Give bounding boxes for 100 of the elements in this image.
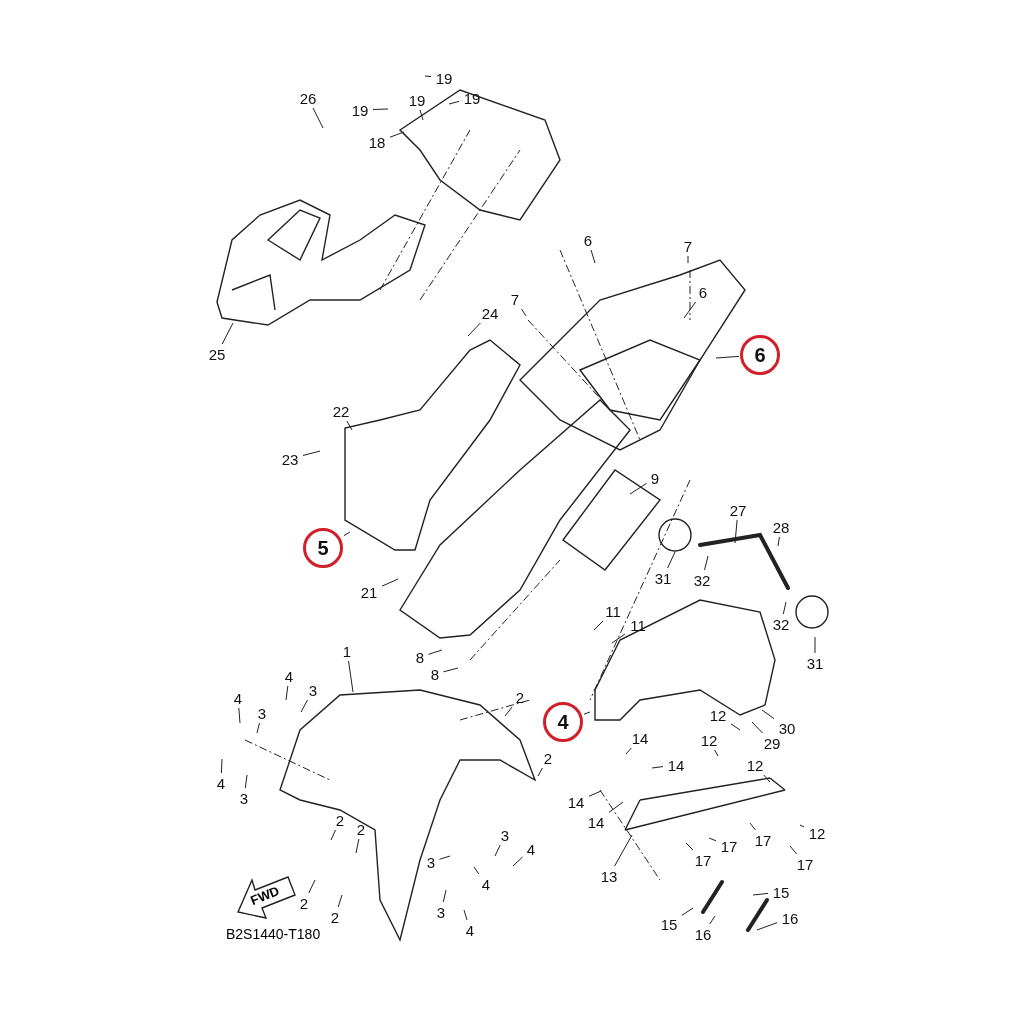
callout-number: 9	[647, 469, 663, 487]
callout-number: 6	[580, 231, 596, 249]
callout-number: 12	[743, 756, 767, 774]
leader-line	[593, 620, 604, 631]
callout-number: 14	[564, 793, 588, 811]
diagram-code: B2S1440-T180	[226, 926, 321, 942]
callout-number: 2	[296, 894, 312, 912]
leader-line	[337, 894, 343, 908]
callout-number: 27	[726, 501, 750, 519]
callout-number: 19	[432, 69, 456, 87]
leader-line	[285, 685, 289, 701]
callout-number: 17	[793, 855, 817, 873]
leader-line	[463, 909, 468, 921]
leader-line	[687, 255, 689, 264]
leader-line	[221, 322, 234, 345]
leader-line	[302, 450, 321, 456]
leader-line	[782, 601, 787, 615]
leader-line	[424, 75, 432, 78]
leader-line	[709, 915, 716, 925]
callout-number: 19	[460, 89, 484, 107]
leader-line	[685, 842, 694, 851]
leader-line	[590, 249, 596, 264]
callout-number: 4	[462, 921, 478, 939]
leader-line	[220, 758, 223, 774]
leader-line	[629, 482, 647, 495]
leader-line	[614, 834, 633, 867]
callout-number: 32	[690, 571, 714, 589]
leader-line	[777, 536, 780, 547]
leader-line	[667, 551, 676, 569]
leader-line	[814, 636, 816, 654]
callout-number: 2	[332, 811, 348, 829]
leader-line	[521, 308, 527, 317]
callout-number: 2	[353, 820, 369, 838]
leader-line	[504, 706, 513, 717]
callout-number: 17	[751, 831, 775, 849]
leader-line	[799, 824, 805, 828]
callout-number: 16	[778, 909, 802, 927]
leader-line	[300, 699, 308, 713]
callout-number: 12	[706, 706, 730, 724]
leader-line	[308, 879, 316, 894]
callout-number: 21	[357, 583, 381, 601]
callout-number: 29	[760, 734, 784, 752]
callout-number: 7	[507, 290, 523, 308]
leader-line	[761, 709, 775, 720]
leader-line	[708, 837, 717, 842]
callout-number: 1	[339, 642, 355, 660]
leader-line	[443, 667, 459, 673]
callout-number: 23	[278, 450, 302, 468]
callout-number: 12	[805, 824, 829, 842]
circled-callout-number: 5	[303, 528, 343, 568]
callout-number: 17	[717, 837, 741, 855]
callout-number: 22	[329, 402, 353, 420]
leader-line	[448, 100, 460, 105]
leader-line	[734, 519, 738, 544]
leader-line	[419, 109, 424, 121]
callout-number: 18	[365, 133, 389, 151]
leader-line	[312, 107, 324, 129]
callout-number: 11	[601, 602, 625, 620]
callout-number: 3	[423, 853, 439, 871]
callout-number: 25	[205, 345, 229, 363]
leader-line	[763, 774, 771, 783]
callout-number: 32	[769, 615, 793, 633]
callout-number: 14	[584, 813, 608, 831]
direction-label: FWD	[248, 883, 282, 908]
leader-line	[608, 801, 624, 813]
leader-line	[625, 747, 632, 755]
leader-line	[244, 774, 248, 789]
callout-number: 26	[296, 89, 320, 107]
leader-line	[348, 660, 354, 693]
circled-callout-number: 6	[740, 335, 780, 375]
callout-number: 3	[433, 903, 449, 921]
leader-line	[651, 766, 664, 769]
leader-line	[588, 790, 602, 797]
leader-line	[756, 922, 778, 931]
callout-number: 2	[327, 908, 343, 926]
leader-line	[494, 844, 501, 857]
callout-number: 7	[680, 237, 696, 255]
callout-number: 24	[478, 304, 502, 322]
leader-line	[537, 767, 543, 777]
leader-line	[343, 531, 351, 537]
callout-number: 3	[305, 681, 321, 699]
leader-line	[238, 707, 241, 724]
leader-line	[583, 711, 591, 715]
leader-line	[256, 722, 260, 734]
callout-number: 17	[691, 851, 715, 869]
leader-line	[714, 749, 719, 757]
callout-number: 16	[691, 925, 715, 943]
callout-number: 11	[626, 616, 650, 634]
callout-number: 3	[236, 789, 252, 807]
leader-line	[346, 420, 353, 431]
callout-number: 4	[230, 689, 246, 707]
callout-number: 4	[523, 840, 539, 858]
callout-number: 4	[478, 875, 494, 893]
leader-line	[442, 889, 447, 903]
leader-line	[467, 322, 481, 337]
leader-line	[389, 131, 405, 138]
circled-callout-number: 4	[543, 702, 583, 742]
leader-line	[611, 633, 626, 644]
callout-number: 13	[597, 867, 621, 885]
leader-line	[683, 301, 697, 319]
